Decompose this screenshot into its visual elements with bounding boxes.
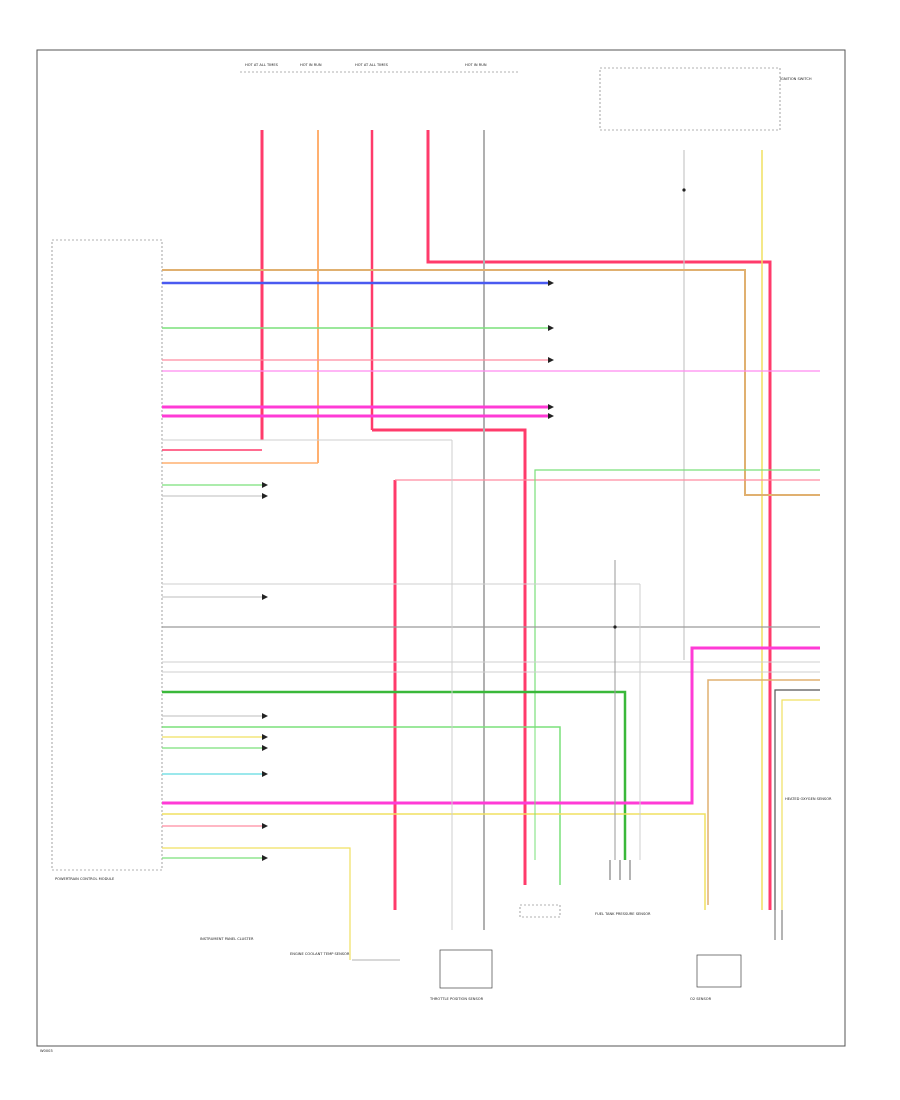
heated-o2-label: HEATED OXYGEN SENSOR bbox=[785, 797, 832, 801]
module-label: POWERTRAIN CONTROL MODULE bbox=[55, 877, 115, 881]
ignition-switch-box bbox=[599, 67, 781, 131]
ctp-sensor-label: ENGINE COOLANT TEMP SENSOR bbox=[290, 952, 350, 956]
bottom-connectors bbox=[609, 860, 783, 940]
wire-magenta-3 bbox=[162, 646, 820, 805]
wire-tan-right bbox=[707, 679, 820, 905]
instrument-panel-label: INSTRUMENT PANEL CLUSTER bbox=[200, 937, 254, 941]
tps-sensor-box bbox=[439, 949, 493, 989]
wire-red-4 bbox=[426, 130, 772, 910]
fuel-sender-label: FUEL TANK PRESSURE SENSOR bbox=[595, 912, 651, 916]
o2-sensor-label: O2 SENSOR bbox=[690, 997, 712, 1001]
fuse-label-1: HOT AT ALL TIMES bbox=[245, 63, 279, 67]
o2-sensor-box bbox=[696, 954, 742, 988]
wire-yellow-bottom bbox=[162, 813, 706, 910]
ignition-label: IGNITION SWITCH bbox=[780, 77, 812, 81]
fuel-sender-box bbox=[519, 904, 561, 918]
connection-arrows bbox=[262, 280, 554, 861]
wire-tan-top bbox=[162, 269, 820, 496]
wire-red-3 bbox=[372, 428, 527, 885]
wire-yellow-bottom-2 bbox=[162, 847, 351, 960]
wire-darkgray-right bbox=[774, 689, 820, 910]
footer-code: W0003 bbox=[40, 1049, 53, 1053]
wire-green-4 bbox=[162, 726, 561, 885]
pcm-module-box bbox=[51, 239, 163, 871]
wire-green-right bbox=[534, 469, 820, 728]
fuse-label-2: HOT IN RUN bbox=[300, 63, 322, 67]
diagram-frame bbox=[36, 49, 846, 1047]
fuse-label-4: HOT IN RUN bbox=[465, 63, 487, 67]
splice-dots bbox=[613, 188, 686, 629]
wire-yellow-right bbox=[781, 699, 820, 910]
tps-label: THROTTLE POSITION SENSOR bbox=[429, 997, 484, 1001]
fuse-label-3: HOT AT ALL TIMES bbox=[355, 63, 389, 67]
